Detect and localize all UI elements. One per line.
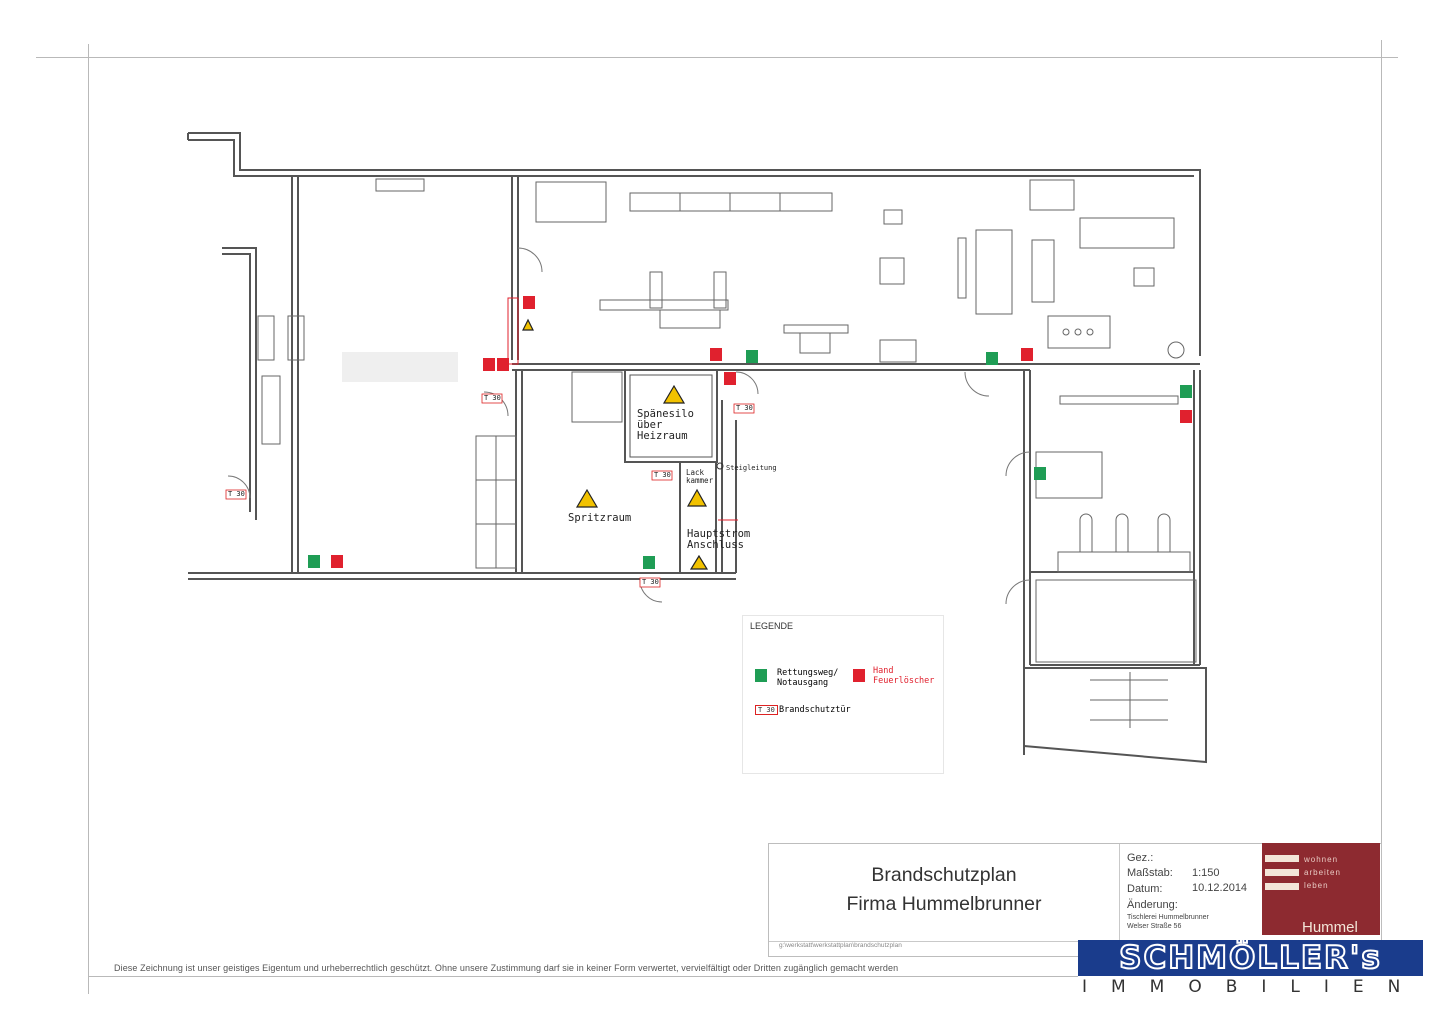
schmoeller-logo: SCHMÖLLER's — [1078, 939, 1423, 977]
datum-value: 10.12.2014 — [1192, 882, 1248, 894]
room-label-steigleitung: Steigleitung — [726, 464, 777, 472]
divider — [1119, 844, 1120, 956]
room-label-spritzraum: Spritzraum — [568, 512, 632, 524]
extinguisher-icon — [853, 669, 865, 682]
legend-extinguisher-label: Hand Feuerlöscher — [873, 666, 935, 686]
furniture — [257, 178, 1197, 728]
walls — [187, 132, 1207, 764]
exit-signs — [308, 350, 1192, 569]
extinguisher-icon — [331, 555, 343, 568]
legend: LEGENDE Rettungsweg/ Notausgang Hand Feu… — [742, 615, 944, 774]
brand-word: leben — [1304, 881, 1329, 890]
t30-tag: T 30 — [736, 404, 753, 412]
legend-door-tag: T 30 — [755, 705, 778, 715]
sheet-right-line — [1381, 40, 1382, 940]
extinguisher-icon — [1021, 348, 1033, 361]
extinguisher-icon — [483, 358, 495, 371]
extinguisher-icon — [1180, 410, 1192, 423]
hazard-warning-icon — [689, 554, 709, 570]
exit-sign-icon — [643, 556, 655, 569]
plan-title: Brandschutzplan — [871, 864, 1017, 886]
sheet-bottom-line — [88, 976, 1078, 977]
file-path: g:\werkstatt\werkstattplan\brandschutzpl… — [779, 942, 902, 949]
brand-word: arbeiten — [1304, 868, 1341, 877]
red-door-markers — [507, 297, 738, 521]
room-label-lackkammer: Lack kammer — [686, 468, 714, 485]
legend-title: LEGENDE — [750, 621, 794, 631]
t30-tag: T 30 — [228, 490, 245, 498]
extinguisher-icon — [710, 348, 722, 361]
brand-bar — [1265, 869, 1299, 876]
datum-label: Datum: — [1127, 883, 1163, 895]
copyright-notice: Diese Zeichnung ist unser geistiges Eige… — [114, 963, 899, 973]
hazard-signs — [522, 318, 709, 570]
hazard-warning-icon — [522, 318, 534, 331]
t30-tag: T 30 — [654, 471, 671, 479]
brand-bar — [1265, 883, 1299, 890]
logo-subtitle: IMMOBILIEN — [1082, 977, 1425, 997]
t30-tags — [225, 393, 755, 588]
exit-sign-icon — [308, 555, 320, 568]
extinguisher-icon — [724, 372, 736, 385]
hummel-brand-logo: wohnen arbeiten leben Hummel — [1262, 843, 1380, 935]
door-swings — [227, 247, 1031, 605]
extinguisher-icon — [497, 358, 509, 371]
address-line-2: Welser Straße 56 — [1127, 923, 1182, 930]
legend-door-label: Brandschutztür — [779, 705, 851, 715]
hazard-warning-icon — [662, 384, 686, 404]
legend-exit-label: Rettungsweg/ Notausgang — [777, 668, 839, 688]
extinguishers — [331, 296, 1192, 568]
brand-word: wohnen — [1304, 855, 1339, 864]
exit-sign-icon — [1180, 385, 1192, 398]
aenderung-label: Änderung: — [1127, 899, 1178, 911]
plan-company: Firma Hummelbrunner — [846, 893, 1042, 915]
exit-sign-icon — [1034, 467, 1046, 480]
logo-name: SCHMÖLLER's — [1118, 939, 1382, 977]
room-label-spaenesilo: Spänesilo über Heizraum — [637, 408, 694, 442]
room-label-hauptstrom: Hauptstrom Anschluss — [687, 528, 751, 551]
t30-tag: T 30 — [642, 578, 659, 586]
exit-sign-icon — [755, 669, 767, 682]
exit-sign-icon — [746, 350, 758, 363]
sheet-top-line — [36, 57, 1398, 58]
massstab-label: Maßstab: — [1127, 867, 1173, 879]
address-line-1: Tischlerei Hummelbrunner — [1127, 914, 1209, 921]
brand-name: Hummel — [1302, 919, 1358, 935]
massstab-value: 1:150 — [1192, 867, 1220, 879]
title-block-main: Brandschutzplan Firma Hummelbrunner — [769, 844, 1119, 942]
hazard-warning-icon — [575, 488, 599, 508]
sheet-left-line — [88, 44, 89, 994]
hazard-warning-icon — [686, 488, 708, 507]
t30-tag: T 30 — [484, 394, 501, 402]
gez-label: Gez.: — [1127, 852, 1154, 864]
divider — [769, 941, 1119, 942]
steigleitung-icon — [716, 462, 724, 470]
extinguisher-icon — [523, 296, 535, 309]
brand-bar — [1265, 855, 1299, 862]
exit-sign-icon — [986, 352, 998, 365]
